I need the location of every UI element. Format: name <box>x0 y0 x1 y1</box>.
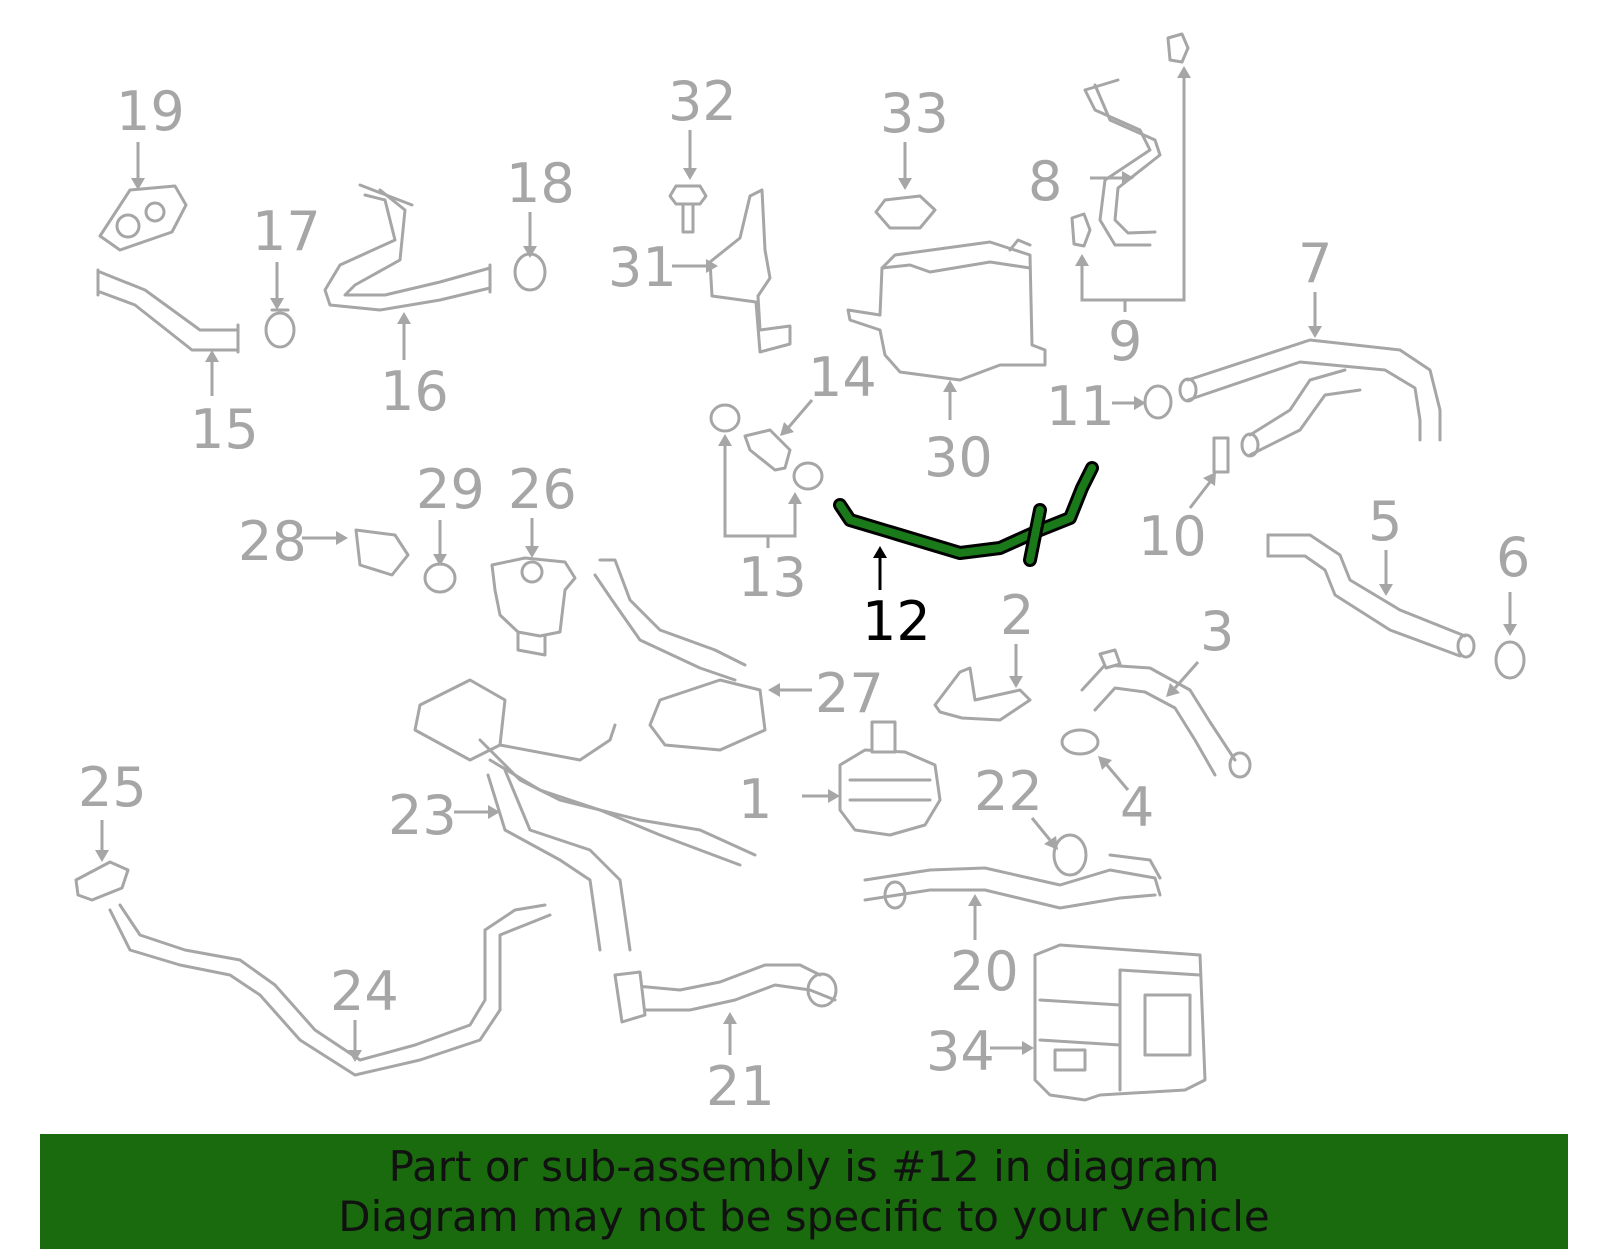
part-11-clamp <box>1143 384 1173 420</box>
part-28-sleeve <box>354 528 410 577</box>
callout-2: 2 <box>1000 584 1034 647</box>
callout-3: 3 <box>1200 600 1234 663</box>
part-30-reservoir <box>846 238 1047 382</box>
callout-1: 1 <box>738 768 772 831</box>
part-13-clamps <box>709 403 824 491</box>
part-7-pipe <box>1178 338 1442 458</box>
callout-25: 25 <box>78 756 147 819</box>
callout-26: 26 <box>508 458 577 521</box>
part-19-gasket <box>98 184 188 252</box>
part-29-clamp <box>423 562 457 594</box>
part-9-clips <box>1070 32 1190 248</box>
callout-34: 34 <box>926 1020 995 1083</box>
callout-13: 13 <box>738 546 807 609</box>
part-23-manifold <box>413 678 757 952</box>
part-8-pipe <box>1083 78 1162 247</box>
callout-4: 4 <box>1120 776 1154 839</box>
callout-23: 23 <box>388 784 457 847</box>
part-21-hose <box>613 963 838 1024</box>
callout-7: 7 <box>1298 232 1332 295</box>
callout-19: 19 <box>116 80 185 143</box>
part-31-bracket <box>708 188 792 354</box>
part-33-cap <box>874 194 937 230</box>
callout-28: 28 <box>238 510 307 573</box>
part-32-bolt <box>668 184 708 234</box>
part-12-highlighted-hose <box>833 461 1099 567</box>
part-20-hose <box>863 853 1162 910</box>
part-16-hose <box>323 183 492 312</box>
callout-18: 18 <box>506 152 575 215</box>
part-26-valve <box>490 556 577 657</box>
part-34-module <box>1033 943 1207 1102</box>
callout-20: 20 <box>950 940 1019 1003</box>
callout-17: 17 <box>252 200 321 263</box>
part-25-clamp <box>74 860 130 902</box>
part-2-bracket <box>933 666 1032 722</box>
callout-12: 12 <box>862 590 931 653</box>
callout-10: 10 <box>1138 505 1207 568</box>
callout-9: 9 <box>1108 310 1142 373</box>
part-17-clamp <box>264 308 296 349</box>
callout-22: 22 <box>974 760 1043 823</box>
callout-31: 31 <box>608 236 677 299</box>
callout-21: 21 <box>706 1055 775 1118</box>
part-5-hose <box>1266 533 1476 659</box>
callout-15: 15 <box>190 398 259 461</box>
banner-line-1: Part or sub-assembly is #12 in diagram <box>388 1141 1220 1191</box>
callout-11: 11 <box>1046 375 1115 438</box>
part-10-clip <box>1212 436 1230 474</box>
callout-29: 29 <box>416 458 485 521</box>
callout-6: 6 <box>1496 526 1530 589</box>
part-3-hose <box>1080 648 1252 779</box>
part-6-clamp <box>1494 640 1526 680</box>
part-27-hose <box>593 558 767 752</box>
callout-5: 5 <box>1368 490 1402 553</box>
callout-14: 14 <box>808 346 877 409</box>
callout-32: 32 <box>668 70 737 133</box>
info-banner: Part or sub-assembly is #12 in diagram D… <box>40 1134 1568 1249</box>
callout-27: 27 <box>815 662 884 725</box>
part-1-pump <box>838 720 942 837</box>
callout-16: 16 <box>380 360 449 423</box>
part-4-clamp <box>1060 728 1100 756</box>
callout-8: 8 <box>1028 150 1062 213</box>
banner-line-2: Diagram may not be specific to your vehi… <box>338 1191 1270 1241</box>
part-24-hose <box>108 903 552 1077</box>
part-15-hose <box>96 268 240 354</box>
part-22-clamp <box>1052 833 1088 877</box>
callout-30: 30 <box>924 426 993 489</box>
callout-33: 33 <box>880 82 949 145</box>
callout-24: 24 <box>330 960 399 1023</box>
part-14-hose <box>743 428 792 472</box>
part-18-clamp <box>513 252 547 292</box>
